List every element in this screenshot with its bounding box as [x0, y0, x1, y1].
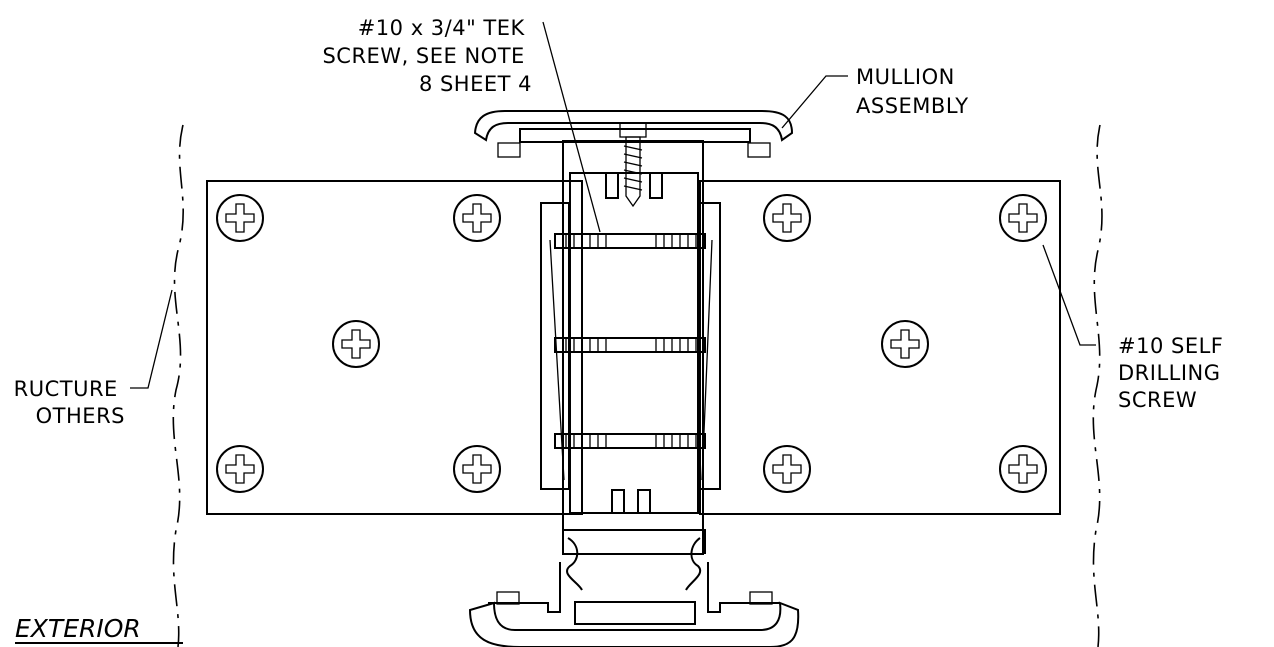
- glazing-gasket-bottom-left: [496, 591, 520, 605]
- leader-self-drilling-screw: [1042, 244, 1096, 346]
- structure-by-others-label: RUCTURE OTHERS: [14, 377, 125, 428]
- leader-structure: [130, 289, 173, 389]
- glazing-pocket: [562, 529, 706, 554]
- screw-head-icon: [453, 194, 501, 242]
- leader-tek-screw: [542, 21, 601, 233]
- mullion-tube: [562, 140, 704, 555]
- screw-head-icon: [763, 445, 811, 493]
- through-bolt: [554, 233, 706, 249]
- mullion-assembly: [468, 110, 800, 647]
- screw-head-icon: [999, 445, 1047, 493]
- snap-clips: [566, 537, 702, 591]
- screw-head-icon: [453, 445, 501, 493]
- through-bolt: [554, 337, 706, 353]
- leader-mullion-assembly: [781, 75, 848, 129]
- cover-insert: [574, 601, 696, 625]
- self-drilling-screw-heads: [216, 194, 1047, 493]
- glazing-gasket-bottom-right: [749, 591, 773, 605]
- tek-screw-label: #10 x 3/4" TEK SCREW, SEE NOTE 8 SHEET 4: [322, 16, 532, 96]
- screw-boss-right: [649, 173, 663, 199]
- structure-break-line-right: [1092, 124, 1103, 647]
- bottom-screw-bosses: [611, 489, 651, 513]
- screw-head-icon: [216, 445, 264, 493]
- anchor-side-steel-right: [697, 202, 721, 490]
- exterior-label: EXTERIOR: [15, 614, 141, 643]
- screw-head-icon: [216, 194, 264, 242]
- mullion-top-cover: [473, 110, 794, 142]
- glazing-gasket-top-right: [747, 142, 771, 158]
- mullion-assembly-label: MULLION ASSEMBLY: [856, 65, 969, 118]
- structure-break-line-left: [172, 124, 184, 647]
- screw-head-icon: [332, 320, 380, 368]
- screw-boss-left: [605, 173, 619, 199]
- anchor-plate-right: [699, 180, 1061, 515]
- mullion-inner-wall: [569, 172, 699, 514]
- glazing-gasket-top-left: [497, 142, 521, 158]
- through-bolt: [554, 433, 706, 449]
- screw-head-icon: [763, 194, 811, 242]
- screw-head-icon: [999, 194, 1047, 242]
- mullion-exterior-cover: [468, 601, 800, 647]
- anchor-side-steel-left: [540, 202, 570, 490]
- screw-head-icon: [881, 320, 929, 368]
- self-drilling-screw-label: #10 SELF DRILLING SCREW: [1118, 334, 1231, 412]
